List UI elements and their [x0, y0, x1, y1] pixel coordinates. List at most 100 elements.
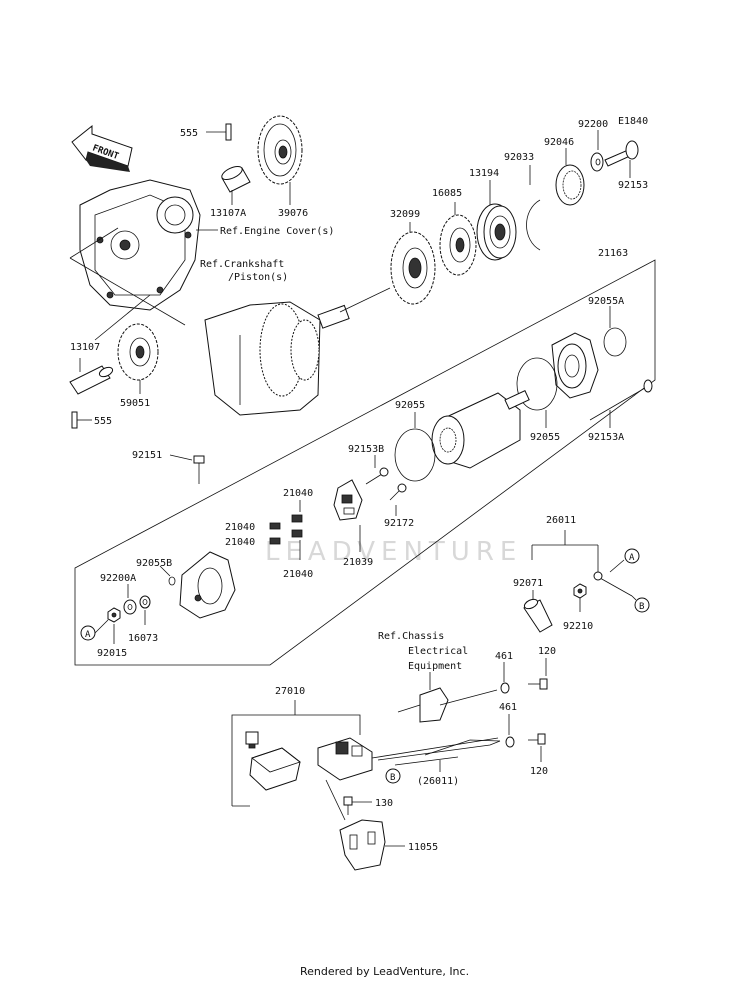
callout-a-left-label: A: [85, 630, 91, 640]
brushes-21040: [269, 514, 303, 545]
cable-26011: [593, 571, 633, 597]
label-120-top: 120: [538, 646, 556, 657]
label-92200a: 92200A: [100, 573, 136, 584]
label-21040-1: 21040: [283, 488, 313, 499]
brush-holder-21039: [333, 479, 363, 521]
washer-16073: [139, 595, 151, 609]
ref-engine-cover: Ref.Engine Cover(s): [220, 226, 334, 237]
starter-motor-frame: [74, 259, 656, 666]
watermark: LEADVENTURE: [265, 537, 522, 567]
circlip-92033: [526, 199, 541, 251]
nut-92015: [107, 607, 121, 623]
bolt-92153: [604, 140, 639, 167]
label-92151: 92151: [132, 450, 162, 461]
starter-relay: [317, 737, 499, 781]
bracket-11055: [339, 819, 386, 871]
label-39076: 39076: [278, 208, 308, 219]
label-21163: 21163: [598, 248, 628, 259]
bolt-130: [343, 796, 353, 815]
label-92055a: 92055A: [588, 296, 624, 307]
label-92055b: 92055B: [136, 558, 172, 569]
oring-92055b: [168, 576, 176, 586]
crankshaft: [204, 287, 391, 416]
gear-39076: [257, 115, 303, 185]
label-92153b: 92153B: [348, 444, 384, 455]
label-92071: 92071: [513, 578, 543, 589]
label-13194: 13194: [469, 168, 499, 179]
washer-461-top: [500, 682, 510, 694]
clutch-13194: [476, 203, 517, 261]
gear-32099: [390, 231, 436, 305]
relay-left: [249, 747, 301, 791]
label-92015: 92015: [97, 648, 127, 659]
label-21040-2: 21040: [225, 522, 255, 533]
ref-crankshaft-1: Ref.Crankshaft: [200, 259, 284, 270]
bolt-120-top: [528, 678, 548, 690]
label-92200: 92200: [578, 119, 608, 130]
label-21039: 21039: [343, 557, 373, 568]
callout-b-left: [385, 768, 401, 784]
label-92046: 92046: [544, 137, 574, 148]
label-21040-3: 21040: [225, 537, 255, 548]
callout-b-left-label: B: [390, 773, 395, 783]
bolt-92153a: [589, 379, 653, 421]
label-26011: 26011: [546, 515, 576, 526]
label-92172: 92172: [384, 518, 414, 529]
starter-front-cover: [179, 551, 236, 619]
label-92033: 92033: [504, 152, 534, 163]
footer-credit: Rendered by LeadVenture, Inc.: [300, 965, 469, 978]
pin-555-top: [225, 123, 232, 141]
gear-16085: [439, 214, 477, 276]
label-555-bottom: 555: [94, 416, 112, 427]
label-92055-right: 92055: [530, 432, 560, 443]
label-13107: 13107: [70, 342, 100, 353]
washer-92200: [590, 152, 604, 172]
label-11055: 11055: [408, 842, 438, 853]
label-555-top: 555: [180, 128, 198, 139]
label-461-bottom: 461: [499, 702, 517, 713]
oring-92055-right: [516, 357, 558, 411]
cable-26011-ref: [377, 739, 501, 766]
terminal-bracket: [397, 687, 498, 723]
bearing-92046: [555, 164, 585, 206]
diagram-code: E1840: [618, 116, 648, 127]
oring-92055a: [603, 327, 627, 357]
gear-59051: [117, 323, 159, 381]
pin-555-bottom: [71, 411, 78, 429]
label-32099: 32099: [390, 209, 420, 220]
sleeve-13107a: [221, 166, 251, 193]
ref-chassis-3: Equipment: [408, 661, 462, 672]
cap-92071: [523, 598, 553, 633]
ref-chassis-1: Ref.Chassis: [378, 631, 444, 642]
label-92055-left: 92055: [395, 400, 425, 411]
front-arrow-icon: FRONT: [71, 124, 133, 172]
label-120-bottom: 120: [530, 766, 548, 777]
starter-end-cover: [551, 332, 599, 399]
screw-92153b: [365, 467, 389, 485]
label-461-top: 461: [495, 651, 513, 662]
label-92153a: 92153A: [588, 432, 624, 443]
label-21040-4: 21040: [283, 569, 313, 580]
label-16085: 16085: [432, 188, 462, 199]
sleeve-13107: [69, 365, 114, 395]
engine-cover: [69, 179, 201, 341]
callout-b-right-label: B: [639, 602, 644, 612]
label-59051: 59051: [120, 398, 150, 409]
fuse-icon: [245, 731, 259, 749]
starter-armature: [431, 390, 530, 469]
nut-92210: [573, 583, 587, 599]
bolt-92151: [193, 455, 205, 484]
screw-92172: [389, 483, 407, 501]
label-130: 130: [375, 798, 393, 809]
oring-92055-left: [394, 428, 436, 482]
ref-chassis-2: Electrical: [408, 646, 468, 657]
callout-b-right: [634, 597, 650, 613]
label-92153: 92153: [618, 180, 648, 191]
bolt-120-bottom: [528, 733, 546, 745]
callout-a-right-label: A: [629, 553, 635, 563]
label-26011-ref: (26011): [417, 776, 459, 787]
label-16073: 16073: [128, 633, 158, 644]
washer-92200a: [123, 599, 137, 615]
ref-crankshaft-2: /Piston(s): [228, 272, 288, 283]
